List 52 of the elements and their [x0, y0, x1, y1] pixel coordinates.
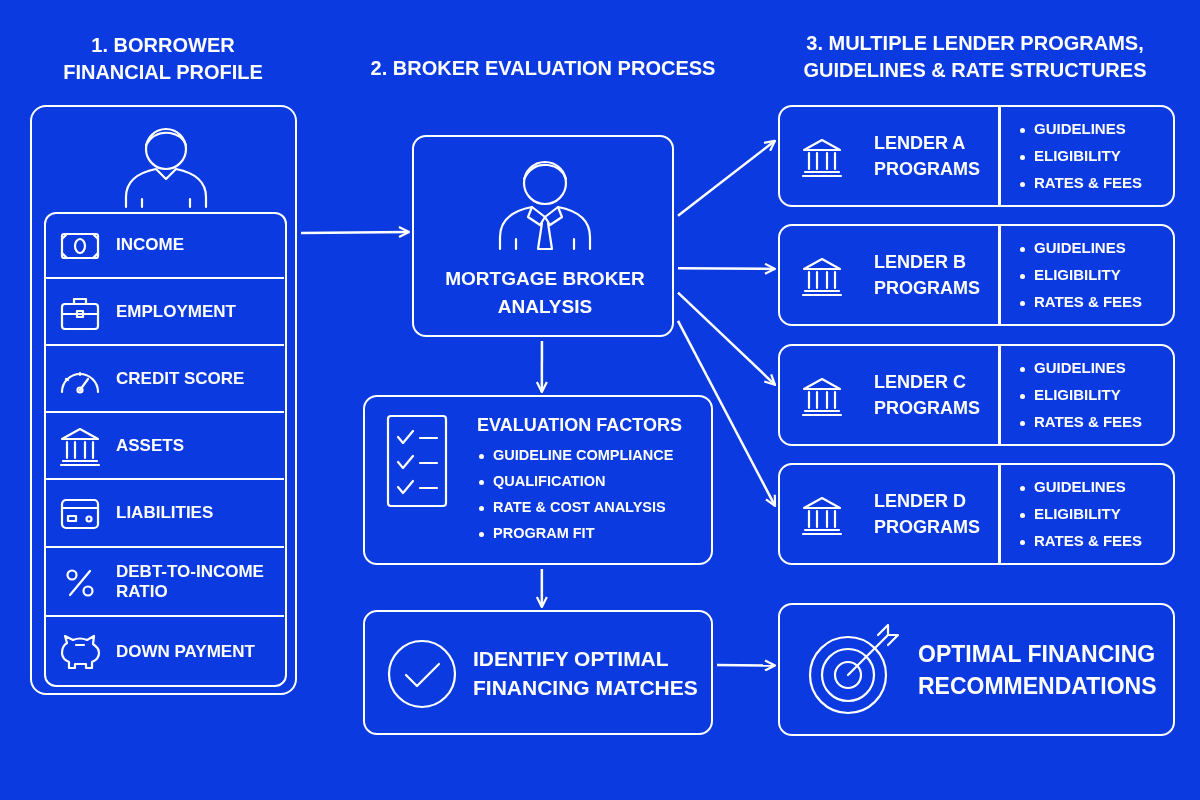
bullet-item: RATES & FEES [1020, 532, 1143, 549]
bullet-item: ELIGIBILITY [1020, 386, 1121, 403]
process-box [363, 610, 713, 735]
bullet-item: ELIGIBILITY [1020, 505, 1121, 522]
row-label: EMPLOYMENT [116, 301, 237, 322]
profile-list [44, 212, 287, 687]
lender-card [778, 344, 1175, 446]
lender-title: LENDER A PROGRAMS [874, 131, 981, 181]
arrow [677, 139, 777, 217]
bullet-item: GUIDELINES [1020, 239, 1126, 256]
bullet-item: GUIDELINES [1020, 478, 1126, 495]
lender-card [778, 463, 1175, 565]
arrow [676, 320, 777, 507]
lender-card [778, 224, 1175, 326]
profile-panel [30, 105, 297, 695]
factors-box [363, 395, 713, 565]
bullet-item: RATES & FEES [1020, 413, 1143, 430]
bullet-item: GUIDELINES [1020, 359, 1126, 376]
section-heading: 2. BROKER EVALUATION PROCESS [369, 56, 717, 81]
row-label: ASSETS [116, 435, 186, 456]
box-title: EVALUATION FACTORS [477, 415, 682, 437]
lender-title: LENDER B PROGRAMS [874, 250, 981, 300]
lender-title: LENDER C PROGRAMS [874, 370, 981, 420]
bullet-item: QUALIFICATION [479, 473, 606, 489]
arrow [535, 341, 548, 394]
row-label: DEBT-TO-INCOME RATIO [116, 561, 265, 602]
row-label: CREDIT SCORE [116, 368, 246, 389]
process-box [778, 603, 1175, 736]
lender-card [778, 105, 1175, 207]
section-heading: 3. MULTIPLE LENDER PROGRAMS, GUIDELINES & RATE STRUCTURES [802, 31, 1148, 83]
arrow [677, 291, 777, 386]
bullet-item: RATES & FEES [1020, 174, 1143, 191]
process-box [412, 135, 674, 337]
bullet-item: ELIGIBILITY [1020, 266, 1121, 283]
box-title: MORTGAGE BROKER ANALYSIS [444, 267, 646, 319]
box-title: IDENTIFY OPTIMAL FINANCING MATCHES [473, 645, 699, 701]
arrow [301, 225, 411, 239]
bullet-item: GUIDELINE COMPLIANCE [479, 447, 674, 463]
bullet-item: GUIDELINES [1020, 120, 1126, 137]
row-label: DOWN PAYMENT [116, 641, 256, 663]
arrow [535, 569, 548, 609]
arrow [678, 262, 777, 275]
box-title: OPTIMAL FINANCING RECOMMENDATIONS [918, 639, 1158, 701]
bullet-item: RATES & FEES [1020, 293, 1143, 310]
section-heading: 1. BORROWER FINANCIAL PROFILE [62, 33, 264, 85]
bullet-item: PROGRAM FIT [479, 525, 595, 541]
row-label: INCOME [116, 234, 185, 255]
row-label: LIABILITIES [116, 502, 215, 524]
arrow [717, 659, 777, 672]
lender-title: LENDER D PROGRAMS [874, 489, 981, 539]
bullet-item: ELIGIBILITY [1020, 147, 1121, 164]
bullet-item: RATE & COST ANALYSIS [479, 499, 666, 515]
